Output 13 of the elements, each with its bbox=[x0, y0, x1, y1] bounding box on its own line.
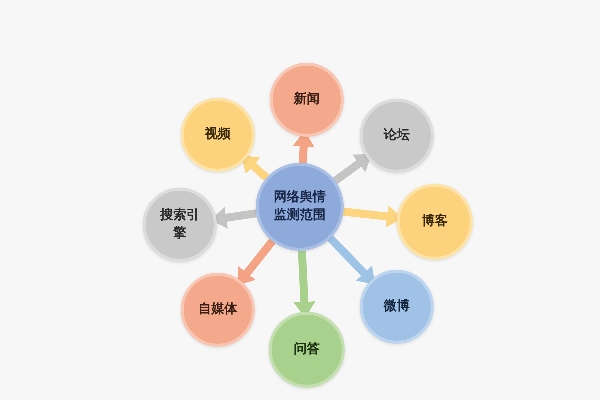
circle-label: 论坛 bbox=[382, 127, 411, 145]
block-arrow bbox=[333, 154, 372, 184]
circle-label: 博客 bbox=[421, 213, 449, 231]
block-arrow bbox=[241, 155, 270, 181]
block-arrow bbox=[328, 236, 376, 285]
circle-label: 自媒体 bbox=[198, 301, 238, 319]
circle-label: 视频 bbox=[204, 126, 232, 144]
circle-label: 网络舆情监测范围 bbox=[273, 189, 327, 225]
circle-label: 新闻 bbox=[293, 91, 321, 109]
block-arrow bbox=[237, 238, 276, 286]
circle-label: 搜索引擎 bbox=[159, 207, 200, 243]
circle-label: 问答 bbox=[293, 341, 321, 359]
circle-label: 微博 bbox=[382, 298, 411, 316]
